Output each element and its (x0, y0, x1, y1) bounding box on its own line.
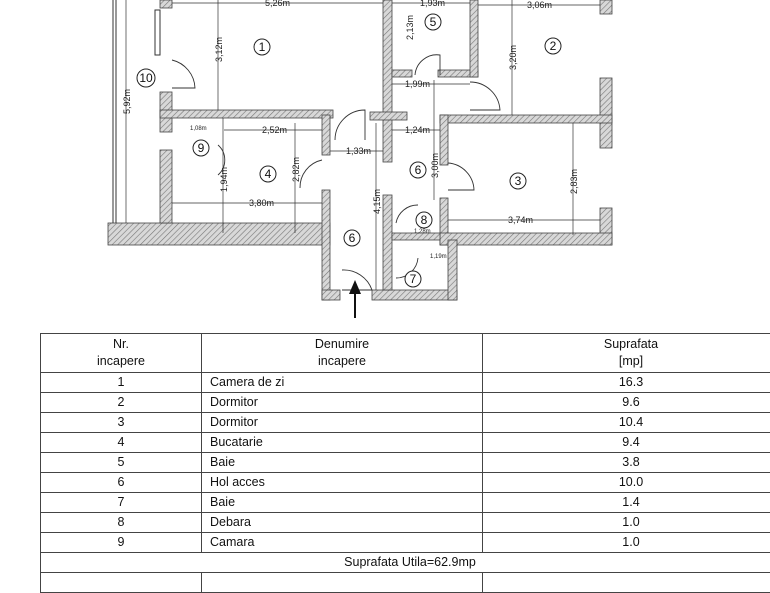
room-marker-3: 3 (510, 173, 526, 189)
dim-label: 1,08m (190, 126, 207, 132)
dim-label: 2,82m (291, 157, 301, 182)
arrow-up-icon (349, 280, 361, 318)
table-row-partial (41, 573, 770, 593)
dim-label: 3,80m (249, 198, 274, 208)
room-marker-5: 5 (425, 14, 441, 30)
room-marker-8: 8 (416, 212, 432, 228)
cell-area: 9.4 (483, 433, 770, 453)
cell-nr: 2 (41, 393, 202, 413)
dim-label: 5,92m (122, 89, 132, 114)
floor-plan: 5,26m 1,93m 3,06m 3,12m 2,13m 3,20m 1,99… (0, 0, 770, 330)
dim-label: 3,20m (508, 45, 518, 70)
cell-name: Bucatarie (202, 433, 483, 453)
svg-text:7: 7 (410, 272, 417, 286)
cell-nr: 1 (41, 373, 202, 393)
dim-label: 1,33m (346, 146, 371, 156)
cell-name: Hol acces (202, 473, 483, 493)
total-row: Suprafata Utila=62.9mp (41, 553, 770, 573)
dim-label: 1,94m (219, 167, 229, 192)
cell-area: 3.8 (483, 453, 770, 473)
room-marker-10: 10 (137, 69, 155, 87)
svg-text:6: 6 (349, 231, 356, 245)
cell-name: Camara (202, 533, 483, 553)
header-nr: Nr.incapere (41, 334, 202, 373)
dim-label: 5,26m (265, 0, 290, 8)
room-marker-2: 2 (545, 38, 561, 54)
dim-label: 1,28m (414, 229, 431, 235)
svg-text:8: 8 (421, 213, 428, 227)
total-cell: Suprafata Utila=62.9mp (41, 553, 770, 573)
dim-label: 1,24m (405, 125, 430, 135)
cell-nr: 4 (41, 433, 202, 453)
cell-nr: 9 (41, 533, 202, 553)
cell-nr: 3 (41, 413, 202, 433)
svg-text:6: 6 (415, 163, 422, 177)
room-marker-7: 7 (405, 271, 421, 287)
cell-name: Baie (202, 493, 483, 513)
cell-area: 10.0 (483, 473, 770, 493)
header-area: Suprafata[mp] (483, 334, 770, 373)
dim-label: 3,74m (508, 215, 533, 225)
svg-text:3: 3 (515, 174, 522, 188)
room-marker-6b: 6 (344, 230, 360, 246)
dim-label: 2,83m (569, 169, 579, 194)
cell-nr: 8 (41, 513, 202, 533)
room-marker-1: 1 (254, 39, 270, 55)
dim-label: 2,13m (405, 15, 415, 40)
dim-label: 4,15m (372, 189, 382, 214)
dimension-labels: 5,26m 1,93m 3,06m 3,12m 2,13m 3,20m 1,99… (122, 0, 579, 260)
room-marker-4: 4 (260, 166, 276, 182)
cell-area: 1.4 (483, 493, 770, 513)
cell-name: Dormitor (202, 413, 483, 433)
dim-label: 2,52m (262, 125, 287, 135)
cell-area: 16.3 (483, 373, 770, 393)
cell-name: Dormitor (202, 393, 483, 413)
cell-name: Debara (202, 513, 483, 533)
cell-area: 1.0 (483, 533, 770, 553)
dim-label: 3,06m (527, 0, 552, 10)
room-marker-9: 9 (193, 140, 209, 156)
cell-nr: 5 (41, 453, 202, 473)
balcony-outline (113, 0, 160, 223)
svg-text:1: 1 (259, 40, 266, 54)
cell-name: Camera de zi (202, 373, 483, 393)
dim-label: 3,00m (430, 153, 440, 178)
cell-area: 10.4 (483, 413, 770, 433)
svg-text:2: 2 (550, 39, 557, 53)
cell-nr: 7 (41, 493, 202, 513)
svg-text:4: 4 (265, 167, 272, 181)
room-marker-6: 6 (410, 162, 426, 178)
cell-nr: 6 (41, 473, 202, 493)
dim-label: 1,93m (420, 0, 445, 8)
dim-label: 1,19m (430, 254, 447, 260)
cell-area: 9.6 (483, 393, 770, 413)
svg-text:10: 10 (139, 71, 153, 85)
dim-label: 3,12m (214, 37, 224, 62)
svg-text:9: 9 (198, 141, 205, 155)
cell-name: Baie (202, 453, 483, 473)
dim-label: 1,99m (405, 79, 430, 89)
svg-text:5: 5 (430, 15, 437, 29)
cell-area: 1.0 (483, 513, 770, 533)
